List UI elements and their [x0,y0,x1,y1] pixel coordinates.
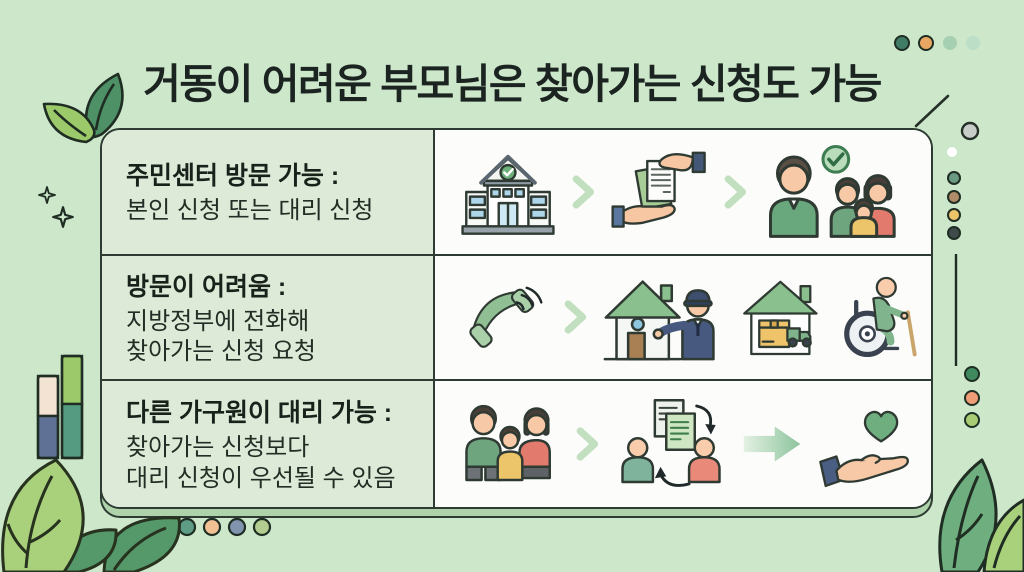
row-1-icons-cell [435,130,931,256]
info-table-card: 주민센터 방문 가능 : 본인 신청 또는 대리 신청 [100,128,933,509]
wheelchair-user-icon [844,276,917,358]
page-title: 거동이 어려운 부모님은 찾아가는 신청도 가능 [143,61,882,107]
row-2-icons-cell [435,255,931,382]
bottom-right-leaves-icon [938,458,1024,572]
chevron-right-icon [724,175,747,209]
sparkle-icon [52,206,74,228]
community-center-icon [461,154,555,235]
document-exchange-icon [621,399,721,488]
chevron-right-icon [572,175,595,209]
forward-arrow-icon [743,426,801,462]
chevron-right-icon [576,427,599,461]
row-3-line-2: 대리 신청이 우선될 수 있음 [126,465,396,493]
family-icon [465,405,551,482]
row-2-line-2: 찾아가는 신청 요청 [126,338,316,366]
right-dot-column-icon [947,171,980,428]
row-3-line-1: 찾아가는 신청보다 [126,434,310,462]
hand-heart-icon [819,410,910,488]
home-delivery-icon [743,281,818,356]
row-3-label-cell: 다른 가구원이 대리 가능 : 찾아가는 신청보다 대리 신청이 우선될 수 있… [102,381,435,507]
row-1-line-1: 본인 신청 또는 대리 신청 [126,197,374,225]
chevron-right-icon [564,300,587,335]
row-3-icons-cell [435,381,931,507]
row-2-line-1: 지방정부에 전화해 [126,307,310,335]
document-handover-icon [611,151,706,228]
row-2-heading: 방문이 어려움 : [126,272,287,301]
sparkle-icon [38,186,56,204]
bottom-dot-row-icon [177,517,272,537]
phone-call-icon [469,287,543,349]
official-home-visit-icon [603,280,715,361]
row-3-heading: 다른 가구원이 대리 가능 : [126,399,393,428]
row-2-label-cell: 방문이 어려움 : 지방정부에 전화해 찾아가는 신청 요청 [102,255,435,382]
row-1-heading: 주민센터 방문 가능 : [126,162,340,191]
row-1-label-cell: 주민센터 방문 가능 : 본인 신청 또는 대리 신청 [102,130,435,256]
stacked-bars-icon [36,354,84,460]
approved-family-icon [768,144,896,238]
